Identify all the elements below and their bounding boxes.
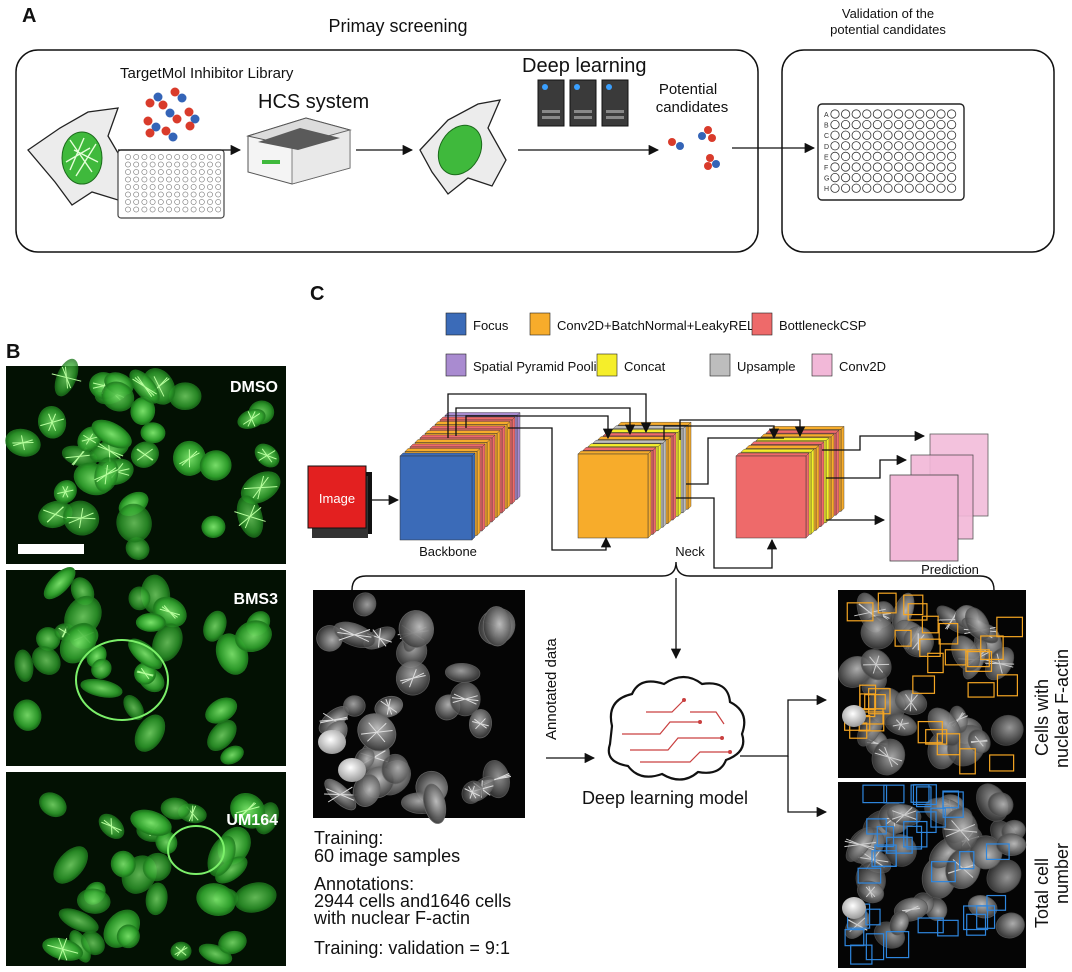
svg-text:D: D <box>824 144 829 151</box>
model-label: Deep learning model <box>582 788 748 808</box>
legend-conv: Conv2D+BatchNormal+LeakyRELU <box>557 318 764 333</box>
legend-upsample: Upsample <box>737 359 796 374</box>
svg-text:F: F <box>824 165 828 172</box>
inhibitor-molecules-icon <box>143 87 200 142</box>
svg-text:C: C <box>824 133 829 140</box>
output-top-line2: nuclear F-actin <box>1052 649 1072 768</box>
training-line2: 60 image samples <box>314 846 460 866</box>
candidate-molecules-icon <box>668 126 720 170</box>
svg-text:G: G <box>824 176 829 183</box>
backbone-label: Backbone <box>419 544 477 559</box>
output-bottom-line2: number <box>1052 843 1072 904</box>
well-plate-icon <box>117 149 225 219</box>
legend-focus: Focus <box>473 318 509 333</box>
server-icon <box>537 79 629 127</box>
candidates-line1: Potential <box>659 81 717 98</box>
output-total-image <box>838 782 1027 968</box>
validation-title-line1: Validation of the <box>842 6 934 21</box>
image-block-label: Image <box>319 491 355 506</box>
head-stack <box>735 425 845 539</box>
cell-after-icon <box>419 99 507 195</box>
micrograph-dmso: DMSO <box>5 358 286 564</box>
legend-csp: BottleneckCSP <box>779 318 866 333</box>
prediction-blocks <box>889 433 989 562</box>
hcs-machine-icon <box>246 117 352 185</box>
brain-icon <box>607 675 746 781</box>
primary-screening-title: Primay screening <box>328 16 467 36</box>
validation-title-line2: potential candidates <box>830 22 946 37</box>
svg-text:E: E <box>824 154 829 161</box>
input-image-block: Image <box>307 465 372 538</box>
backbone-stack <box>399 412 521 541</box>
annotated-data-image <box>313 590 525 824</box>
split-line: Training: validation = 9:1 <box>314 938 510 958</box>
panel-a-letter: A <box>22 5 36 27</box>
micrograph-bms3: BMS3 <box>6 567 286 766</box>
label-um164: UM164 <box>226 812 278 829</box>
micrograph-um164: UM164 <box>6 772 286 966</box>
network-connectors <box>447 393 926 569</box>
output-actin-image <box>838 590 1026 778</box>
annotations-line2: 2944 cells and1646 cells <box>314 891 511 911</box>
candidates-line2: candidates <box>656 99 729 116</box>
neck-stack <box>577 421 692 539</box>
legend-concat: Concat <box>624 359 666 374</box>
network-brace <box>351 561 995 591</box>
hcs-label: HCS system <box>258 91 369 113</box>
training-line1: Training: <box>314 828 383 848</box>
output-bottom-line1: Total cell <box>1032 858 1052 928</box>
panel-c-letter: C <box>310 283 324 305</box>
arrow-model-to-actin <box>740 694 828 757</box>
cell-before-icon <box>27 107 129 206</box>
arrow-model-to-total <box>787 756 828 818</box>
legend-conv2d: Conv2D <box>839 359 886 374</box>
svg-text:A: A <box>824 112 829 119</box>
prediction-label: Prediction <box>921 562 979 577</box>
legend-spp: Spatial Pyramid Pooling <box>473 359 611 374</box>
deep-learning-label: Deep learning <box>522 55 647 77</box>
output-top-line1: Cells with <box>1032 679 1052 756</box>
svg-text:B: B <box>824 123 829 130</box>
primary-screening-box <box>15 49 759 253</box>
library-label: TargetMol Inhibitor Library <box>120 65 294 82</box>
annotations-line3: with nuclear F-actin <box>313 908 470 928</box>
annotated-data-label: Annotated data <box>543 638 560 740</box>
scale-bar <box>18 544 84 554</box>
panel-b-letter: B <box>6 341 20 363</box>
svg-text:H: H <box>824 186 829 193</box>
legend: Focus Conv2D+BatchNormal+LeakyRELU Bottl… <box>445 312 886 377</box>
label-dmso: DMSO <box>230 379 278 396</box>
annotations-line1: Annotations: <box>314 874 414 894</box>
validation-box <box>781 49 1055 253</box>
neck-label: Neck <box>675 544 705 559</box>
label-bms3: BMS3 <box>234 591 279 608</box>
